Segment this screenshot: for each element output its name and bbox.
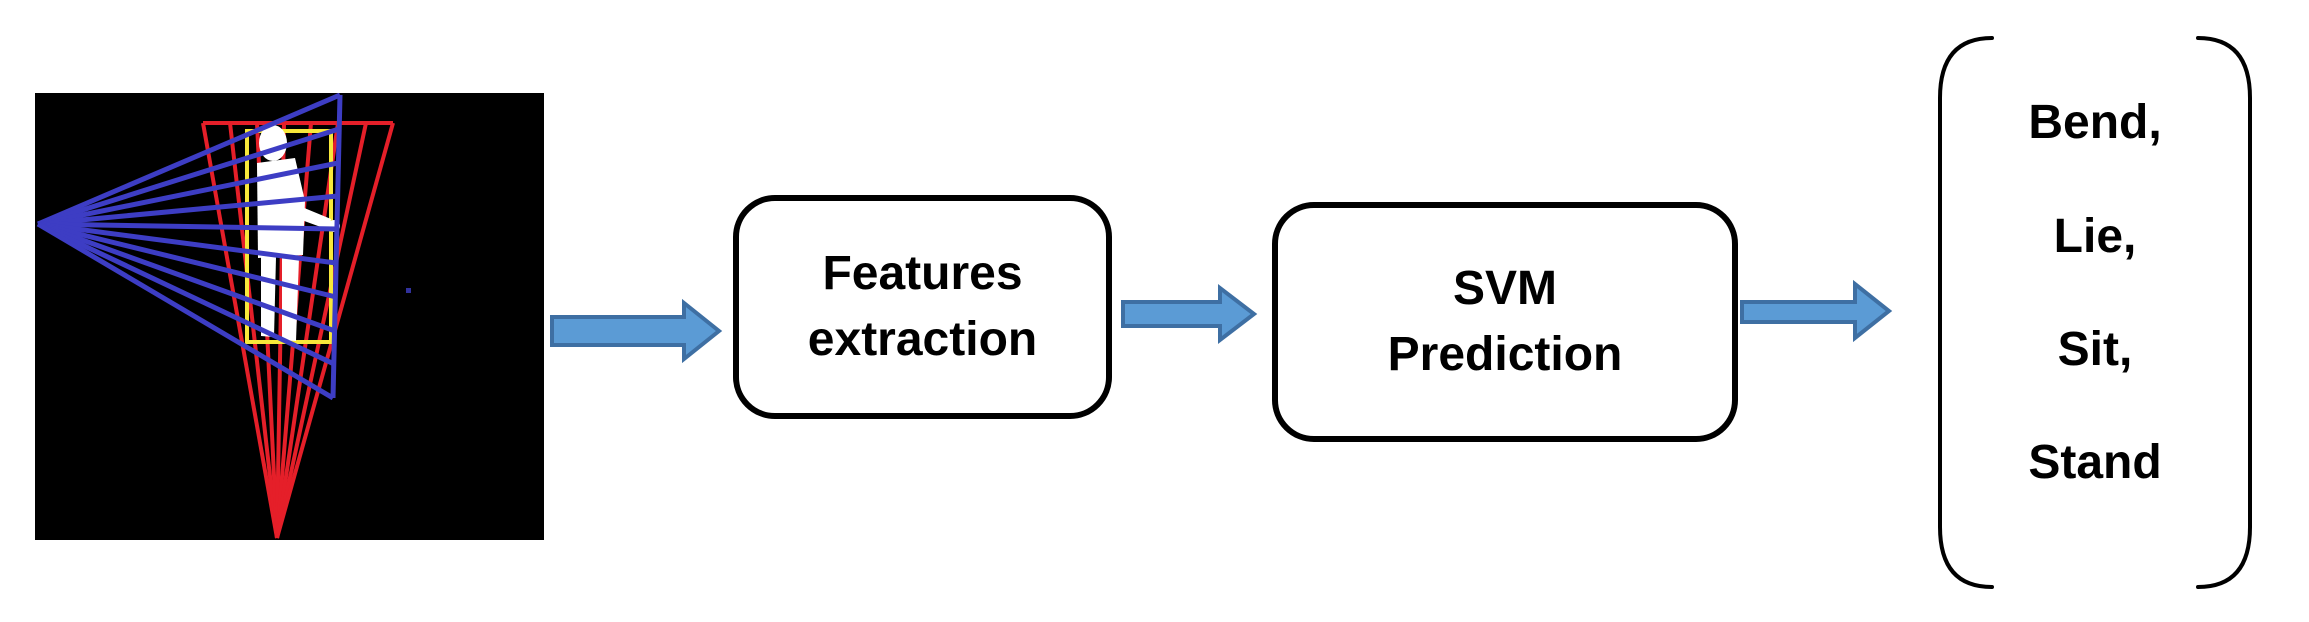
output-item-lie: Lie,: [2053, 210, 2137, 263]
flow-arrow-2-icon: [1121, 283, 1258, 345]
left-parenthesis: [1938, 36, 1994, 589]
svm-prediction-line2: Prediction: [1387, 328, 1623, 381]
input-scene-image: [35, 93, 544, 540]
flow-arrow-1-icon: [550, 298, 723, 364]
output-class-list: Bend, Lie, Sit, Stand: [1940, 38, 2250, 587]
blue-speck: [406, 288, 411, 293]
scene-graphics: [36, 93, 411, 539]
features-extraction-line1: Features: [822, 247, 1023, 300]
features-extraction-box: Features extraction: [733, 195, 1112, 419]
svm-prediction-line1: SVM: [1452, 262, 1557, 315]
features-extraction-line2: extraction: [807, 313, 1038, 366]
output-item-bend: Bend,: [2028, 96, 2162, 149]
output-item-sit: Sit,: [2057, 323, 2133, 376]
output-bracket: [1938, 36, 2252, 589]
right-parenthesis: [2196, 36, 2252, 589]
flow-arrow-3-icon: [1740, 279, 1893, 343]
person-silhouette: [257, 125, 340, 341]
output-item-stand: Stand: [2028, 436, 2162, 489]
svm-prediction-box: SVM Prediction: [1272, 202, 1738, 442]
blue-ray-fan: [36, 93, 343, 401]
